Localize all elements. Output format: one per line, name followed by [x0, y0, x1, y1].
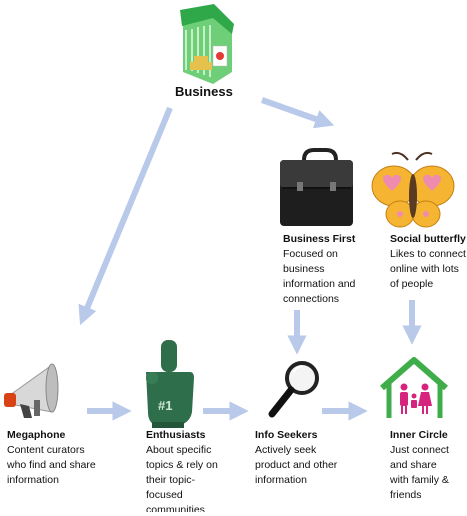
- node-megaphone: Megaphone Content curators who find and …: [7, 428, 97, 488]
- node-social-butterfly: Social butterfly Likes to connect online…: [390, 232, 466, 292]
- node-title: Social butterfly: [390, 233, 466, 245]
- node-info-seekers: Info Seekers Actively seek product and o…: [255, 428, 339, 488]
- arrow-business-to-business-first: [260, 97, 335, 129]
- business-label: Business: [175, 84, 233, 99]
- node-description: Actively seek product and other informat…: [255, 444, 338, 486]
- arrow-business-to-megaphone: [78, 106, 173, 326]
- node-description: About specific topics & rely on their to…: [146, 444, 218, 512]
- node-description: Likes to connect online with lots of peo…: [390, 248, 466, 290]
- node-title: Business First: [283, 233, 356, 245]
- node-enthusiasts: Enthusiasts About specific topics & rely…: [146, 428, 218, 512]
- node-business-first: Business First Focused on business infor…: [283, 232, 363, 307]
- node-description: Content curators who find and share info…: [7, 444, 96, 486]
- node-title: Inner Circle: [390, 429, 448, 441]
- svg-text:#1: #1: [158, 398, 172, 413]
- node-title: Enthusiasts: [146, 429, 206, 441]
- node-description: Focused on business information and conn…: [283, 248, 356, 305]
- node-description: Just connect and share with family & fri…: [390, 444, 449, 501]
- node-title: Megaphone: [7, 429, 66, 441]
- node-title: Info Seekers: [255, 429, 318, 441]
- node-inner-circle: Inner Circle Just connect and share with…: [390, 428, 452, 503]
